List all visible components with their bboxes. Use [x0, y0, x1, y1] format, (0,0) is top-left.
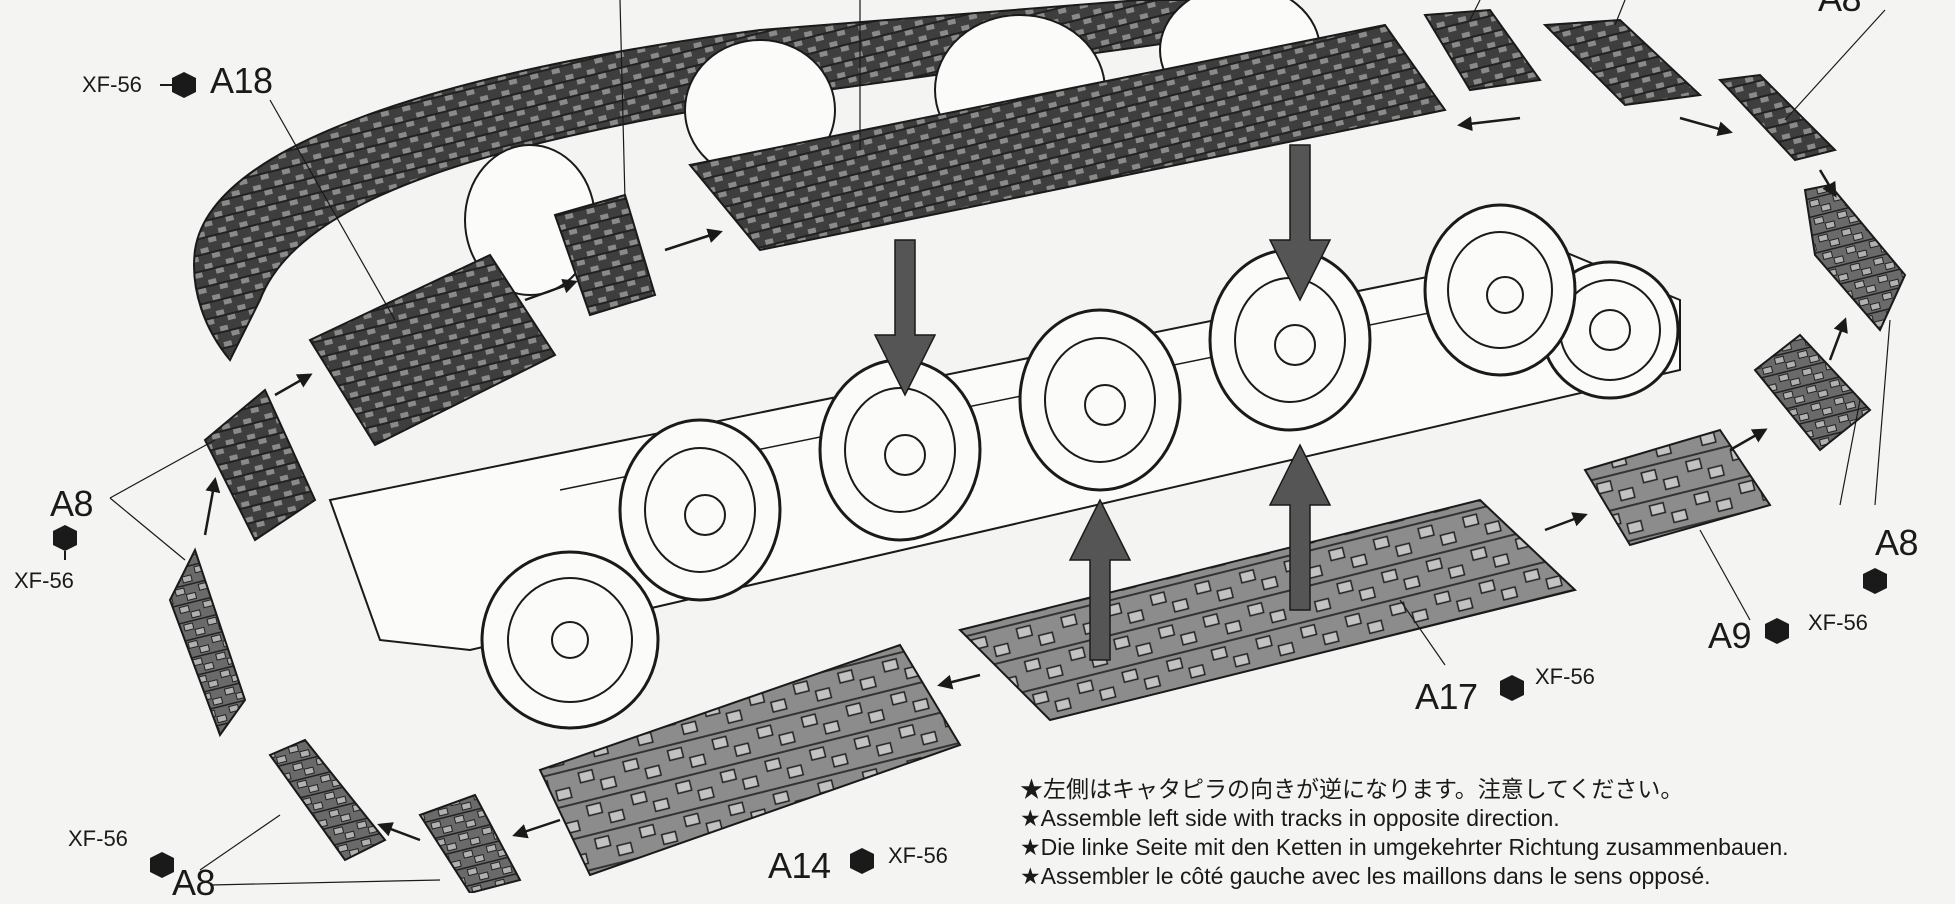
- paint-markers: [53, 72, 1887, 878]
- note-german: ★Die linke Seite mit den Ketten in umgek…: [1020, 834, 1789, 860]
- leader-lines: [109, 0, 1891, 886]
- upper-track-run: [193, 0, 1191, 362]
- hexagon-paint-icon: [1863, 568, 1887, 594]
- hexagon-paint-icon: [150, 852, 174, 878]
- paint-code-a14: XF-56: [888, 843, 948, 868]
- part-label-a14: A14: [768, 845, 831, 886]
- paint-code-a9: XF-56: [1808, 610, 1868, 635]
- track-section-a9: [1583, 428, 1772, 547]
- track-section-bottom-left-1: [268, 738, 387, 862]
- paint-code-a8-bottom-left: XF-56: [68, 826, 128, 851]
- track-section-a18: [308, 253, 557, 447]
- part-label-a8-left: A8: [50, 483, 94, 524]
- hexagon-paint-icon: [1765, 618, 1789, 644]
- hexagon-paint-icon: [172, 72, 196, 98]
- sequence-arrows: [203, 116, 1848, 842]
- part-label-a8-bottom-left: A8: [172, 862, 216, 903]
- note-japanese: ★左側はキャタピラの向きが逆になります。注意してください。: [1020, 776, 1684, 802]
- part-label-a17: A17: [1415, 676, 1478, 717]
- track-section-top-right-2: [1542, 18, 1703, 107]
- hexagon-paint-icon: [53, 525, 77, 551]
- track-section-right-lower: [1753, 333, 1872, 452]
- track-section-bottom-left-2: [418, 793, 522, 895]
- drive-sprocket: [480, 550, 660, 730]
- part-label-a9: A9: [1708, 615, 1752, 656]
- track-section-a17: [958, 498, 1578, 722]
- track-section-top-right-1: [1423, 8, 1542, 92]
- paint-code-a17: XF-56: [1535, 664, 1595, 689]
- note-french: ★Assembler le côté gauche avec les maill…: [1020, 863, 1711, 889]
- hexagon-paint-icon: [850, 848, 874, 874]
- hexagon-paint-icon: [1500, 675, 1524, 701]
- paint-code-a18: XF-56: [82, 72, 142, 97]
- assembly-notes: ★左側はキャタピラの向きが逆になります。注意してください。 ★Assemble …: [1020, 775, 1789, 891]
- track-section-left-vertical: [168, 547, 247, 738]
- part-label-a8-right: A8: [1875, 522, 1919, 563]
- road-wheels: [618, 203, 1577, 602]
- paint-code-a8-left: XF-56: [14, 568, 74, 593]
- track-section-top-right-3: [1717, 73, 1837, 162]
- fit-arrows: [873, 144, 1332, 661]
- part-label-a18: A18: [210, 60, 273, 101]
- track-section-a14: [538, 643, 962, 877]
- track-section-right-vertical: [1803, 183, 1907, 332]
- track-section-left-upper: [203, 388, 317, 542]
- track-section-small-upper: [553, 193, 657, 317]
- track-section-long-upper: [688, 23, 1447, 252]
- note-english: ★Assemble left side with tracks in oppos…: [1020, 805, 1560, 831]
- part-label-a8-top-right: A8: [1818, 0, 1862, 20]
